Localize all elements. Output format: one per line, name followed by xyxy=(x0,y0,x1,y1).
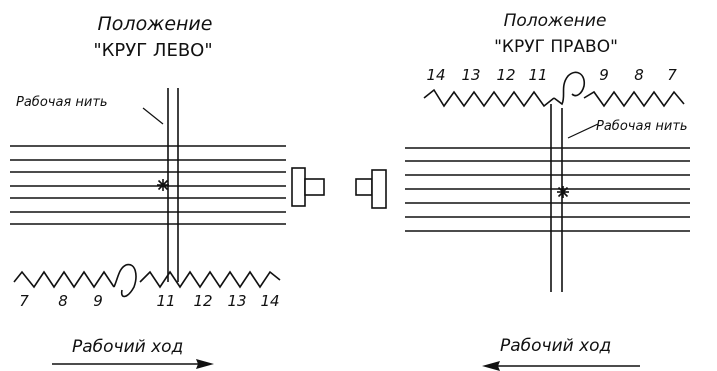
left-working-thread xyxy=(167,88,179,282)
left-needle-zigzag xyxy=(13,270,115,289)
left-needle-number: 11 xyxy=(156,292,175,310)
right-needle-number: 8 xyxy=(634,66,644,84)
right-star-marker xyxy=(557,186,569,198)
left-needle-number: 12 xyxy=(193,292,212,310)
left-needle-loop xyxy=(113,263,137,298)
left-yarn-lines xyxy=(10,145,286,225)
left-title-line2: "КРУГ ЛЕВО" xyxy=(93,40,212,61)
left-needle-number: 9 xyxy=(93,292,103,310)
right-direction-label: Рабочий ход xyxy=(500,336,611,356)
left-thread-label: Рабочая нить xyxy=(16,95,108,110)
right-direction-arrow xyxy=(482,361,640,371)
right-needle-zigzag-2 xyxy=(583,90,685,108)
left-direction-label: Рабочий ход xyxy=(72,337,183,357)
right-panel: Положение "КРУГ ПРАВО" 14 13 12 11 9 8 7 xyxy=(405,11,690,371)
right-needle-number: 14 xyxy=(426,66,445,84)
left-thread-pointer xyxy=(142,107,164,125)
left-needle-numbers: 7 8 9 11 12 13 14 xyxy=(19,292,279,310)
left-title-line1: Положение xyxy=(98,13,213,35)
right-carriage-bracket xyxy=(355,169,387,209)
right-needle-number: 12 xyxy=(496,66,515,84)
left-needle-number: 7 xyxy=(19,292,29,310)
right-needle-numbers: 14 13 12 11 9 8 7 xyxy=(426,66,677,84)
right-needle-number: 13 xyxy=(461,66,480,84)
left-carriage-bracket xyxy=(291,167,325,207)
left-star-marker xyxy=(157,179,169,191)
right-yarn-lines xyxy=(405,147,690,232)
right-needle-number: 11 xyxy=(528,66,547,84)
left-needle-zigzag-2 xyxy=(139,270,281,289)
right-needle-zigzag xyxy=(423,88,555,108)
left-needle-number: 14 xyxy=(260,292,279,310)
right-needle-number: 9 xyxy=(599,66,609,84)
right-needle-number: 7 xyxy=(667,66,677,84)
right-title-line1: Положение xyxy=(504,11,607,31)
left-direction-arrow xyxy=(52,359,214,369)
right-needle-loop xyxy=(553,71,586,106)
left-panel: Положение "КРУГ ЛЕВО" Рабочая нить xyxy=(10,13,286,369)
right-title-line2: "КРУГ ПРАВО" xyxy=(494,37,618,57)
right-thread-pointer xyxy=(567,123,599,139)
right-working-thread xyxy=(550,104,563,292)
left-needle-number: 13 xyxy=(227,292,246,310)
left-needle-number: 8 xyxy=(58,292,68,310)
right-thread-label: Рабочая нить xyxy=(596,119,688,134)
